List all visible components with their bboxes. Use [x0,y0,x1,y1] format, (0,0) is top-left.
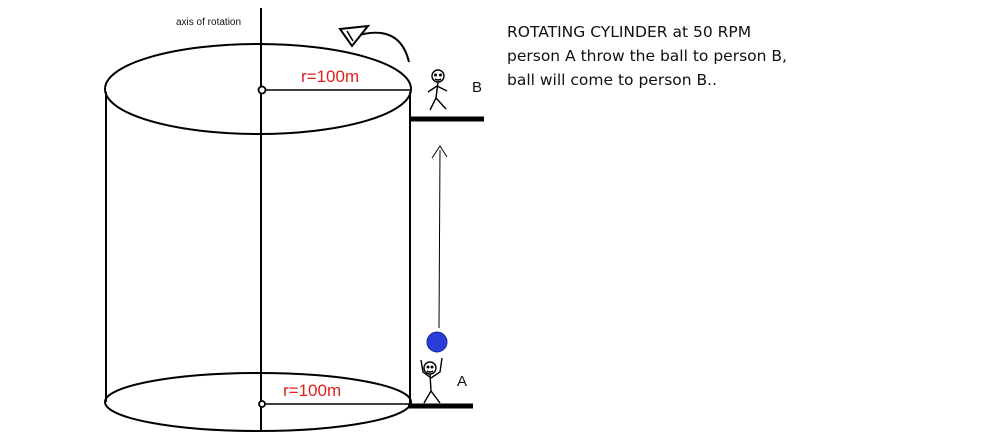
axis-label: axis of rotation [176,17,241,28]
description-caption: ROTATING CYLINDER at 50 RPM person A thr… [507,20,787,92]
caption-line-2: person A throw the ball to person B, [507,47,787,65]
person-a-label: A [457,373,467,390]
person-b-label: B [472,79,482,96]
rotation-arrow-head [338,24,371,48]
trajectory-line [438,149,441,329]
bottom-center-dot [258,400,266,408]
person-b-figure [427,69,448,111]
caption-line-3: ball will come to person B.. [507,71,717,89]
cylinder-top-ellipse [104,43,412,135]
person-a-figure [420,357,443,404]
caption-line-1: ROTATING CYLINDER at 50 RPM [507,23,752,41]
trajectory-arrow-head [431,145,448,159]
rotation-arrow-curve [355,31,410,63]
radius-top-label: r=100m [301,67,359,86]
cylinder-bottom-ellipse [104,372,412,432]
ball [426,331,448,353]
rotation-arrow-head-detail [346,30,354,42]
top-center-dot [257,85,267,95]
radius-bottom-label: r=100m [283,381,341,400]
